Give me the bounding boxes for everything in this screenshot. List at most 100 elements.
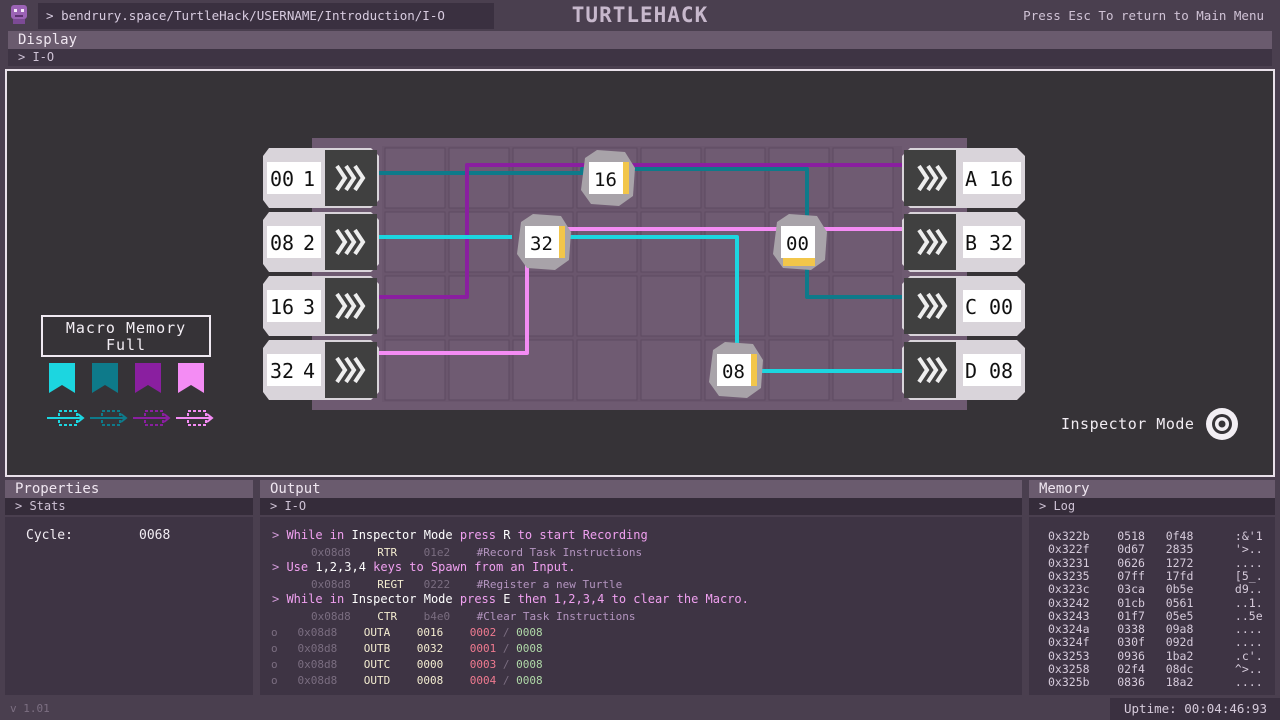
version-label: v 1.01 <box>10 702 50 715</box>
output-count-line: o 0x08d8 OUTD 0008 0004 / 0008 <box>271 674 543 687</box>
output-instruction-line: > While in Inspector Mode press E then 1… <box>272 592 749 606</box>
output-subheader-text: > I-O <box>270 499 307 513</box>
chevron-right-icon <box>353 356 366 384</box>
url-text: bendrury.space/TurtleHack/USERNAME/Intro… <box>61 8 445 23</box>
chevron-right-icon <box>935 228 948 256</box>
inspector-mode-label[interactable]: Inspector Mode <box>1061 415 1195 433</box>
display-header: Display <box>8 31 1272 49</box>
output-label: B <box>965 231 977 255</box>
memory-row: 0x3235 07ff 17fd [5_. <box>1048 568 1263 583</box>
input-index: 1 <box>303 167 315 191</box>
top-bar: > bendrury.space/TurtleHack/USERNAME/Int… <box>0 0 1280 31</box>
display-subheader-text: > I-O <box>18 50 55 64</box>
turtle-unit: 00 <box>773 214 827 270</box>
grid-cell <box>512 339 574 401</box>
memory-row: 0x3231 0626 1272 .... <box>1048 555 1263 570</box>
output-label: D <box>965 359 977 383</box>
turtle-value: 08 <box>722 361 745 383</box>
output-header: Output <box>260 480 1022 498</box>
chevron-right-icon <box>917 164 930 192</box>
grid-cell <box>384 147 446 209</box>
chevron-right-icon <box>917 292 930 320</box>
cycle-label: Cycle: <box>26 528 73 543</box>
grid-cell <box>384 275 446 337</box>
app-title: TURTLEHACK <box>571 3 709 27</box>
grid-cell <box>768 275 830 337</box>
output-label: C <box>965 295 977 319</box>
grid-cell <box>384 339 446 401</box>
properties-panel <box>5 517 253 695</box>
grid-cell <box>448 147 510 209</box>
memory-row: 0x322f 0d67 2835 '>.. <box>1048 542 1263 557</box>
url-bar[interactable]: > bendrury.space/TurtleHack/USERNAME/Int… <box>38 3 494 29</box>
turtle-unit: 08 <box>709 342 763 398</box>
memory-row: 0x325b 0836 18a2 .... <box>1048 675 1263 690</box>
wire-pink-a <box>372 237 529 355</box>
chevron-right-icon <box>926 292 939 320</box>
chevron-right-icon <box>935 164 948 192</box>
grid-cell <box>448 211 510 273</box>
chevron-right-icon <box>344 228 357 256</box>
input-value: 32 <box>270 359 294 383</box>
turtle-logo-icon[interactable] <box>8 4 30 26</box>
output-label: A <box>965 167 977 191</box>
memory-row: 0x3258 02f4 08dc ^>.. <box>1048 662 1263 676</box>
grid-cell <box>448 275 510 337</box>
grid-cell <box>832 275 894 337</box>
chevron-right-icon <box>926 356 939 384</box>
wire-dark-teal <box>372 167 902 299</box>
input-index: 4 <box>303 359 315 383</box>
input-node-4: 32 4 <box>263 340 379 400</box>
input-value: 00 <box>270 167 294 191</box>
macro-arrow-icon <box>144 410 164 419</box>
grid-cell <box>832 147 894 209</box>
chevron-right-icon <box>353 292 366 320</box>
output-count-line: o 0x08d8 OUTA 0016 0002 / 0008 <box>271 626 543 639</box>
grid-cell <box>768 147 830 209</box>
macro-slot-4 <box>176 363 214 426</box>
grid-cell <box>640 275 702 337</box>
uptime-box: Uptime: 00:04:46:93 <box>1110 698 1280 720</box>
turtles: 16 32 00 08 <box>517 150 827 398</box>
memory-header-title: Memory <box>1039 481 1090 497</box>
eye-icon <box>1206 408 1238 440</box>
grid-cell <box>576 339 638 401</box>
esc-message: Press Esc To return to Main Menu <box>1023 8 1264 23</box>
cycle-value: 0068 <box>139 528 171 543</box>
chevron-right-icon <box>335 228 348 256</box>
output-count-line: o 0x08d8 OUTB 0032 0001 / 0008 <box>271 642 543 655</box>
properties-subheader: > Stats <box>5 498 253 515</box>
turtle-unit: 32 <box>517 214 571 270</box>
input-index: 3 <box>303 295 315 319</box>
footer: v 1.01 Uptime: 00:04:46:93 <box>0 698 1280 720</box>
grid-cell <box>576 211 638 273</box>
output-instruction-line: > While in Inspector Mode press R to sta… <box>272 528 648 542</box>
chevron-right-icon <box>335 356 348 384</box>
turtle-value: 16 <box>594 169 617 191</box>
macro-arrow-icon <box>58 410 78 419</box>
output-op-line: 0x08d8 REGT 0222 #Register a new Turtle <box>311 578 623 591</box>
memory-row: 0x3243 01f7 05e5 ..5e <box>1048 608 1263 623</box>
memory-row: 0x323c 03ca 0b5e d9.. <box>1048 582 1263 597</box>
memory-row: 0x324a 0338 09a8 .... <box>1048 622 1263 637</box>
memory-subheader: > Log <box>1029 498 1275 515</box>
wire-purple <box>372 163 902 299</box>
url-prefix: > <box>46 8 54 23</box>
macro-slot-3 <box>133 363 171 426</box>
chevron-right-icon <box>917 356 930 384</box>
output-panel <box>260 517 1022 695</box>
memory-row: 0x3242 01cb 0561 ..1. <box>1048 595 1263 610</box>
bookmark-icon <box>92 363 118 393</box>
grid-cell <box>512 275 574 337</box>
chevron-right-icon <box>335 164 348 192</box>
grid-cell <box>640 147 702 209</box>
input-node-1: 00 1 <box>263 148 379 208</box>
